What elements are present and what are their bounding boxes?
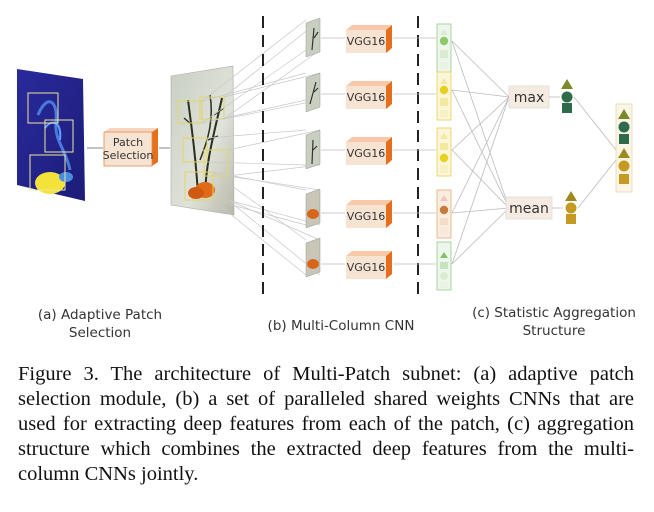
section-a-label-1: (a) Adaptive Patch bbox=[38, 307, 162, 323]
mean-pool-box: mean bbox=[505, 196, 553, 220]
cnn-row-3: VGG16 bbox=[305, 127, 452, 177]
final-feature bbox=[615, 103, 633, 193]
vgg-label: VGG16 bbox=[347, 91, 386, 104]
vgg-label: VGG16 bbox=[347, 210, 386, 223]
section-c-label-1: (c) Statistic Aggregation bbox=[472, 305, 636, 321]
architecture-diagram: Patch Selection bbox=[17, 16, 636, 341]
aggregation-lines bbox=[451, 40, 510, 265]
mean-label: mean bbox=[509, 201, 549, 217]
vgg-label: VGG16 bbox=[347, 35, 386, 48]
input-photo bbox=[170, 65, 235, 216]
max-pool-box: max bbox=[508, 85, 550, 109]
patch-box-label-2: Selection bbox=[103, 149, 154, 162]
patch-thumbnail bbox=[305, 237, 321, 278]
section-b-label: (b) Multi-Column CNN bbox=[268, 318, 415, 334]
max-label: max bbox=[514, 90, 545, 106]
cnn-columns: VGG16 VGG16 bbox=[305, 17, 452, 291]
cnn-row-4: VGG16 bbox=[305, 188, 452, 239]
vgg-label: VGG16 bbox=[347, 261, 386, 274]
max-output bbox=[561, 79, 573, 113]
mean-output bbox=[565, 191, 577, 224]
patch-selection-box: Patch Selection bbox=[103, 128, 158, 167]
patch-thumbnail bbox=[305, 188, 321, 229]
vgg-label: VGG16 bbox=[347, 147, 386, 160]
patch-box-label-1: Patch bbox=[113, 136, 143, 149]
section-a-label-2: Selection bbox=[69, 325, 131, 341]
section-c-label-2: Structure bbox=[523, 323, 586, 339]
figure-caption: Figure 3. The architecture of Multi-Patc… bbox=[18, 363, 634, 485]
cnn-row-2: VGG16 bbox=[305, 71, 452, 121]
final-lines bbox=[573, 96, 617, 209]
feature-vector bbox=[436, 127, 452, 177]
cnn-row-5: VGG16 bbox=[305, 237, 452, 291]
cnn-row-1: VGG16 bbox=[305, 17, 452, 73]
saliency-map bbox=[17, 69, 85, 201]
fanout-lines bbox=[201, 19, 321, 276]
